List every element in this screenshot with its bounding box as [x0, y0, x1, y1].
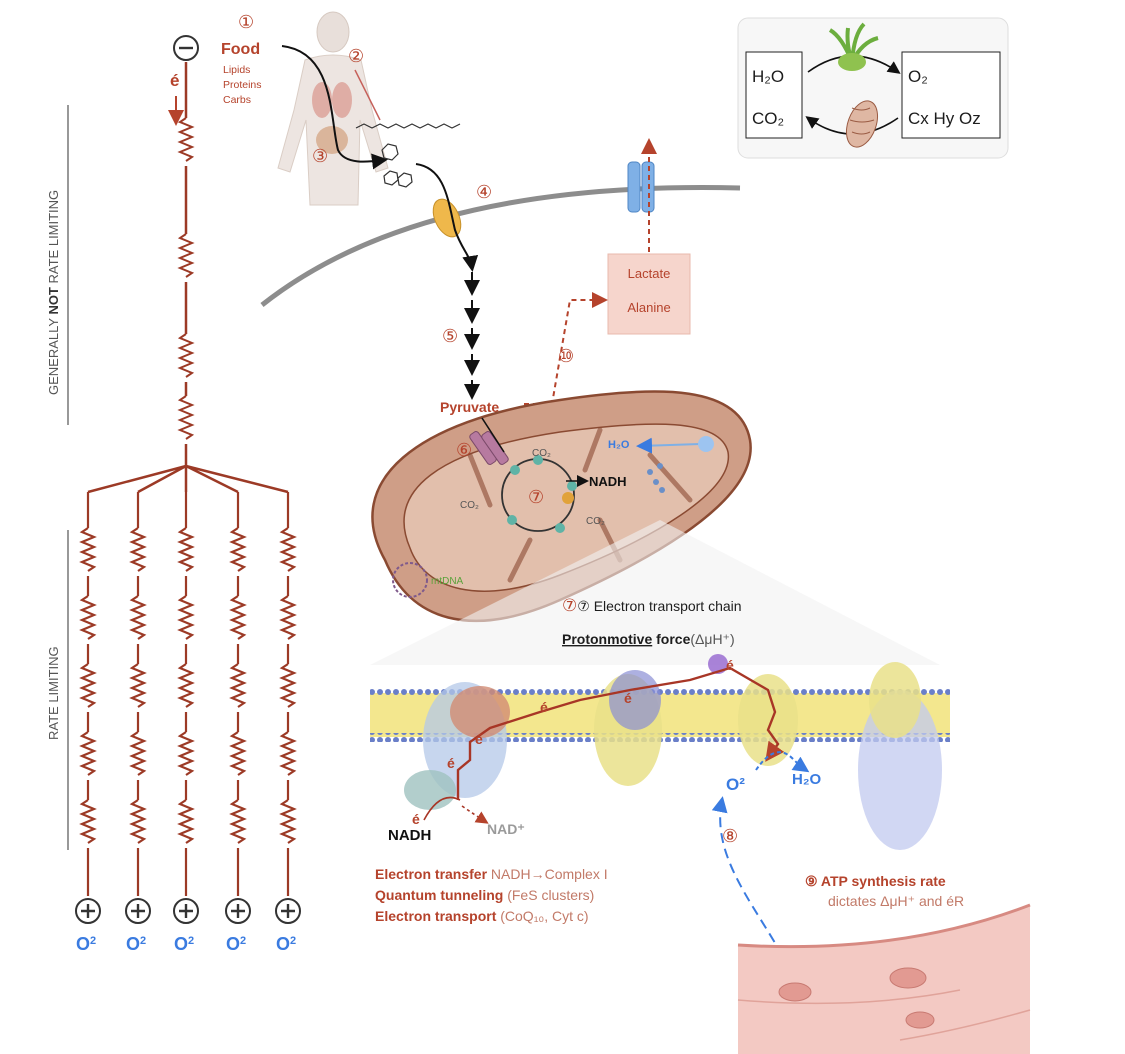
tca-co2-top: CO₂ [532, 448, 551, 459]
etc-title: ⑦⑦ Electron transport chain [562, 596, 742, 615]
branch-3 [177, 492, 195, 896]
tca-co2-right: CO₂ [586, 516, 605, 527]
food-title: Food [221, 41, 260, 58]
mtdna-label: mtDNA [431, 576, 464, 587]
oxygen-label-4: O2 [226, 934, 246, 954]
cycle-o2: O₂ [908, 67, 928, 86]
oxygen-label-1: O2 [76, 934, 96, 954]
atp-synthase-icon [858, 690, 942, 850]
positive-terminal-5: O2 [275, 898, 301, 954]
positive-terminal-1: O2 [75, 898, 101, 954]
mito-h2o-label: H₂O [608, 439, 630, 451]
mitochondrion-small-icon [845, 100, 879, 148]
note-atp-title: ⑨ ATP synthesis rate [805, 873, 946, 889]
branch-1 [79, 492, 97, 896]
cycle-co2: CO₂ [752, 109, 784, 128]
tca-step-marker: ⑦ [528, 487, 544, 507]
pyruvate-label: Pyruvate [440, 399, 499, 415]
tca-co2-left: CO₂ [460, 500, 479, 511]
capillary-icon [737, 903, 1031, 1054]
cycle-cxhyoz: Cx Hy Oz [908, 109, 981, 128]
zoom-cone [370, 520, 940, 665]
alanine-label: Alanine [627, 300, 670, 315]
note-atp-sub: dictates ΔμH⁺ and éR [828, 893, 964, 909]
not-rate-limiting-label: GENERALLY NOT RATE LIMITING [46, 190, 61, 395]
step-1-marker: ① [238, 12, 254, 32]
oxygen-label-3: O2 [174, 934, 194, 954]
plant-icon [828, 22, 879, 71]
step-6-marker: ⑥ [456, 440, 472, 460]
etc-electron-nadh: é [412, 811, 420, 827]
branch-5 [279, 492, 297, 896]
electron-circuit: é [67, 62, 297, 896]
etc-nadh-label: NADH [388, 827, 431, 844]
etc-o2-label: O² [726, 775, 745, 794]
food-item-proteins: Proteins [223, 79, 262, 91]
oxygen-label-2: O2 [126, 934, 146, 954]
complex-iv-icon [738, 674, 798, 766]
note-quantum-tunneling: Quantum tunneling (FeS clusters) [375, 887, 594, 903]
etc-electron-1: é [447, 755, 455, 771]
inner-membrane [370, 654, 950, 850]
oxygen-label-5: O2 [276, 934, 296, 954]
electron-label: é [170, 71, 179, 90]
positive-terminal-3: O2 [173, 898, 199, 954]
etc-complexes-small [647, 463, 665, 493]
food-item-lipids: Lipids [223, 64, 250, 76]
human-body-icon [277, 11, 389, 206]
note-electron-transfer: Electron transfer NADH→Complex I [375, 866, 608, 882]
rate-limiting-label: RATE LIMITING [46, 646, 61, 740]
cycle-h2o: H₂O [752, 67, 784, 86]
positive-terminal-4: O2 [225, 898, 251, 954]
etc-nadplus-label: NAD⁺ [487, 821, 525, 837]
branch-2 [129, 492, 147, 896]
note-electron-transport: Electron transport (CoQ₁₀, Cyt c) [375, 908, 589, 924]
etc-electron-2: é [475, 731, 483, 747]
positive-terminals: O2 O2 O2 O2 O2 [75, 898, 301, 954]
etc-h2o-label: H₂O [792, 771, 821, 788]
positive-terminal-2: O2 [125, 898, 151, 954]
step-5-marker: ⑤ [442, 326, 458, 346]
parallel-branches [79, 492, 297, 896]
step-4-marker: ④ [476, 182, 492, 202]
nutrient-molecules-icon [355, 123, 461, 188]
branch-4 [229, 492, 247, 896]
lactate-transporter-icon [627, 161, 641, 213]
lactate-alanine-box [607, 253, 691, 335]
etc-electron-3: é [540, 699, 548, 715]
step-8-marker: ⑧ [722, 826, 738, 846]
step-2-marker: ② [348, 46, 364, 66]
cell-membrane [260, 185, 741, 307]
lactate-label: Lactate [628, 266, 671, 281]
step-10-marker: ⑩ [558, 346, 574, 366]
electron-path [456, 666, 785, 800]
tca-nadh-label: NADH [589, 474, 627, 489]
etc-electron-5: é [726, 657, 734, 673]
mitochondrion: mtDNA ⑥ ⑦ CO₂ CO₂ CO₂ NADH H₂O [371, 390, 752, 622]
pmf-label: Protonmotive force(ΔμH⁺) [562, 631, 735, 647]
food-item-carbs: Carbs [223, 94, 251, 106]
step-3-marker: ③ [312, 146, 328, 166]
etc-electron-4: é [624, 690, 632, 706]
